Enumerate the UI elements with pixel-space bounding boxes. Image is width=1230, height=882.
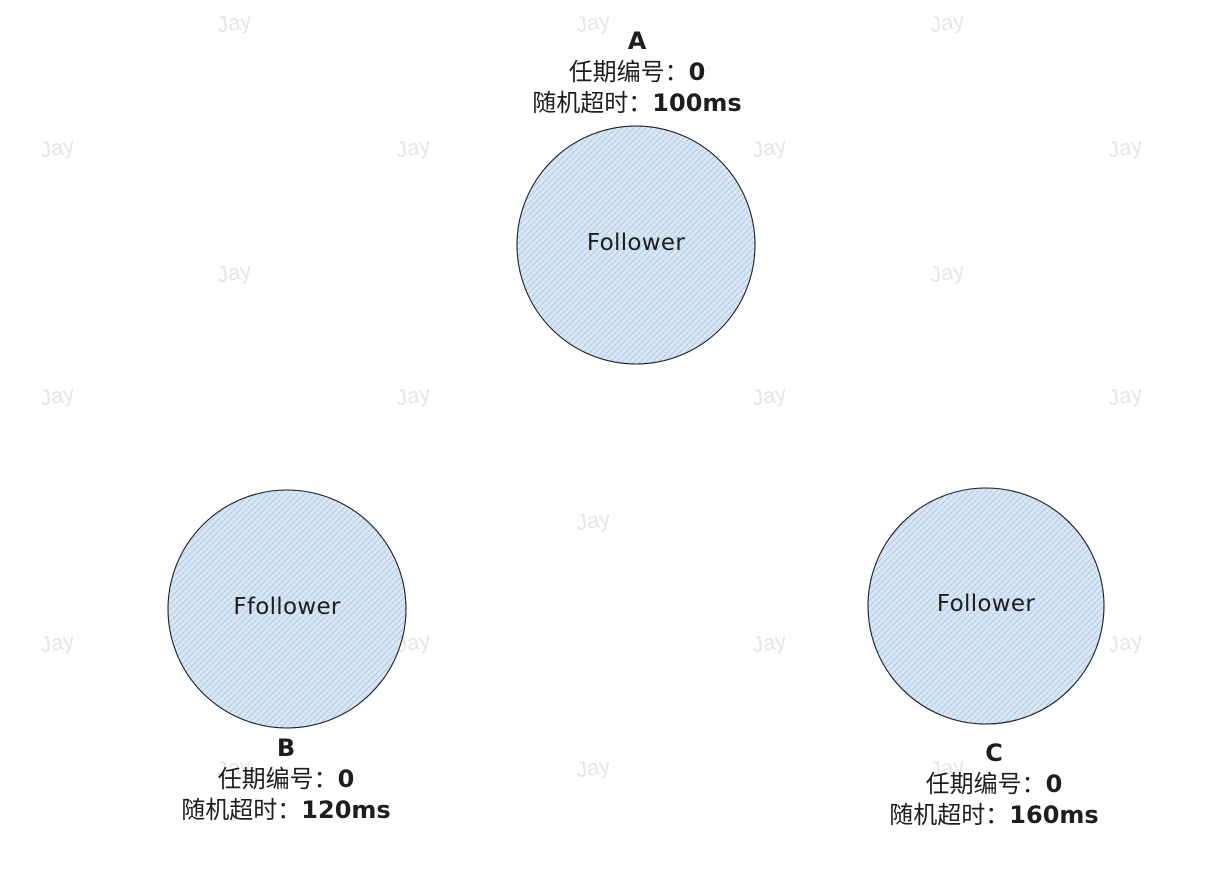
- node-b-name: B: [276, 734, 296, 762]
- node-a-name: A: [627, 27, 647, 55]
- node-c-name: C: [985, 739, 1003, 767]
- term-label: 任期编号：: [568, 58, 689, 86]
- term-label: 任期编号：: [925, 770, 1046, 798]
- node-a-circle: [516, 125, 756, 365]
- term-value: 0: [1045, 770, 1063, 798]
- node-b-state: Ffollower: [233, 594, 341, 620]
- node-a-timeout-line: 随机超时：100ms: [487, 88, 787, 119]
- node-a-info: A 任期编号：0 随机超时：100ms: [487, 26, 787, 119]
- node-b-timeout-line: 随机超时：120ms: [136, 795, 436, 826]
- timeout-label: 随机超时：: [889, 801, 1010, 829]
- timeout-label: 随机超时：: [532, 89, 653, 117]
- node-c-term-line: 任期编号：0: [844, 769, 1144, 800]
- node-c-info: C 任期编号：0 随机超时：160ms: [844, 738, 1144, 831]
- node-c-timeout-line: 随机超时：160ms: [844, 800, 1144, 831]
- term-value: 0: [337, 765, 355, 793]
- node-a-state: Follower: [586, 230, 686, 256]
- node-b-term-line: 任期编号：0: [136, 764, 436, 795]
- node-c-circle: [867, 487, 1105, 725]
- timeout-value: 120ms: [301, 796, 391, 824]
- node-c-state: Follower: [936, 591, 1036, 617]
- timeout-value: 160ms: [1009, 801, 1099, 829]
- node-a-term-line: 任期编号：0: [487, 57, 787, 88]
- node-b-circle: [167, 489, 407, 729]
- term-label: 任期编号：: [217, 765, 338, 793]
- node-b-info: B 任期编号：0 随机超时：120ms: [136, 733, 436, 826]
- timeout-label: 随机超时：: [181, 796, 302, 824]
- term-value: 0: [688, 58, 706, 86]
- timeout-value: 100ms: [652, 89, 742, 117]
